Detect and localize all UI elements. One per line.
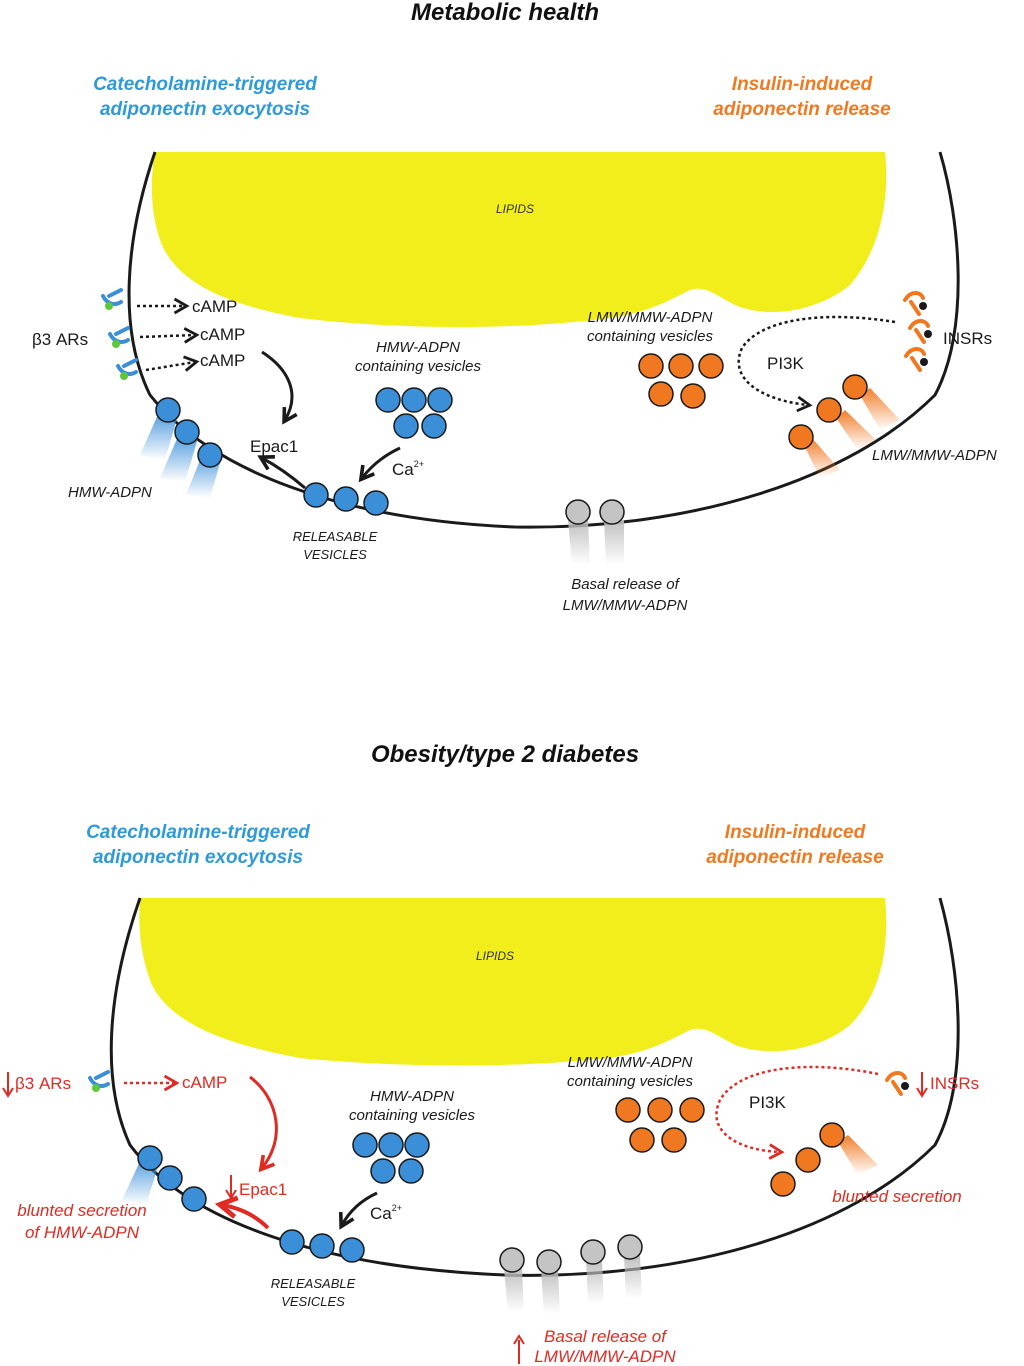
releasable-label-1: RELEASABLE <box>271 1276 356 1291</box>
arrow-to-releasable <box>358 446 401 483</box>
basal-release-label-1: Basal release of <box>571 576 680 593</box>
ca-label: Ca2+ <box>392 459 424 479</box>
beta3-receptor <box>88 1070 110 1092</box>
left-heading-line-1: Catecholamine-triggered <box>93 74 317 95</box>
lmw-vesicle-cluster <box>638 353 724 409</box>
beta3-ars-label: β3 ARs <box>32 330 88 349</box>
right-heading-line-1: Insulin-induced <box>732 74 873 95</box>
pi3k-dotted-arrow <box>715 1065 879 1160</box>
pi3k-label: PI3K <box>767 354 805 373</box>
releasable-label-2: VESICLES <box>303 547 367 562</box>
panel-obesity-diabetes: Obesity/type 2 diabetes Catecholamine-tr… <box>2 741 979 1366</box>
blunted-secretion-hmw-1: blunted secretion <box>17 1201 146 1220</box>
down-arrow-epac1 <box>225 1175 237 1200</box>
hmw-vesicles-label-2: containing vesicles <box>349 1107 475 1124</box>
dotted-arrow-camp-3 <box>145 355 200 372</box>
insrs-label: INSRs <box>943 329 992 348</box>
right-heading-line-1: Insulin-induced <box>725 822 866 843</box>
releasable-label-1: RELEASABLE <box>293 529 378 544</box>
lmw-adpn-release-label: LMW/MMW-ADPN <box>872 447 997 464</box>
right-heading-line-2: adiponectin release <box>713 99 891 120</box>
camp-label: cAMP <box>182 1073 227 1092</box>
hmw-vesicles-label-1: HMW-ADPN <box>376 339 460 356</box>
beta3-receptors <box>101 288 138 380</box>
arrow-epac1-to-release <box>214 1195 270 1230</box>
hmw-vesicle-cluster <box>352 1132 430 1184</box>
arrow-camp-to-epac1 <box>261 350 298 425</box>
basal-release-vesicles <box>499 1234 643 1314</box>
pi3k-label: PI3K <box>749 1093 787 1112</box>
hmw-vesicles-label-1: HMW-ADPN <box>370 1088 454 1105</box>
arrow-to-releasable <box>338 1191 378 1230</box>
blunted-secretion-lmw: blunted secretion <box>832 1187 961 1206</box>
lmw-vesicles-label-1: LMW/MMW-ADPN <box>588 309 713 326</box>
panel-metabolic-health: Metabolic health Catecholamine-triggered… <box>32 0 997 614</box>
epac1-label: Epac1 <box>239 1180 287 1199</box>
epac1-label: Epac1 <box>250 437 298 456</box>
releasable-label-2: VESICLES <box>281 1294 345 1309</box>
insulin-receptors <box>903 291 932 372</box>
up-arrow-basal <box>513 1334 525 1364</box>
panel-title: Obesity/type 2 diabetes <box>371 741 639 768</box>
lmw-vesicle-cluster <box>615 1097 705 1153</box>
hmw-adpn-release-label: HMW-ADPN <box>68 484 152 501</box>
down-arrow-insrs <box>916 1072 928 1098</box>
lmw-vesicles-label-2: containing vesicles <box>587 328 713 345</box>
left-heading-line-1: Catecholamine-triggered <box>86 822 310 843</box>
releasable-vesicles <box>303 482 389 516</box>
lmw-vesicles-label-2: containing vesicles <box>567 1073 693 1090</box>
panel-title: Metabolic health <box>411 0 599 26</box>
lipid-droplet <box>151 152 887 327</box>
basal-release-label-1: Basal release of <box>544 1327 668 1346</box>
lmw-vesicles-label-1: LMW/MMW-ADPN <box>568 1054 693 1071</box>
camp-label-1: cAMP <box>192 297 237 316</box>
insulin-receptor <box>885 1071 909 1096</box>
down-arrow-beta3 <box>2 1072 14 1098</box>
arrow-camp-to-epac1 <box>249 1075 278 1173</box>
basal-release-label-2: LMW/MMW-ADPN <box>534 1347 676 1366</box>
insrs-label: INSRs <box>930 1074 979 1093</box>
basal-release-label-2: LMW/MMW-ADPN <box>563 597 688 614</box>
basal-release-vesicles <box>565 499 625 565</box>
lipid-droplet <box>139 898 887 1066</box>
camp-label-3: cAMP <box>200 351 245 370</box>
lipids-label: LIPIDS <box>476 949 514 963</box>
beta3-ars-label: β3 ARs <box>15 1074 71 1093</box>
lmw-secretion-vesicles <box>788 374 900 478</box>
hmw-vesicles-label-2: containing vesicles <box>355 358 481 375</box>
ca-label: Ca2+ <box>370 1203 402 1223</box>
dotted-arrow-camp-2 <box>139 327 200 344</box>
right-heading-line-2: adiponectin release <box>706 847 884 868</box>
pi3k-dotted-arrow <box>737 315 896 413</box>
left-heading-line-2: adiponectin exocytosis <box>93 847 303 868</box>
releasable-vesicles <box>279 1229 365 1263</box>
hmw-secretion-vesicles <box>122 1145 207 1212</box>
hmw-secretion-vesicles <box>140 397 223 498</box>
camp-label-2: cAMP <box>200 325 245 344</box>
arrow-epac1-to-release <box>257 454 306 490</box>
hmw-vesicle-cluster <box>375 387 453 439</box>
lipids-label: LIPIDS <box>496 202 534 216</box>
left-heading-line-2: adiponectin exocytosis <box>100 99 310 120</box>
lmw-secretion-vesicles <box>770 1122 878 1197</box>
cell-membrane <box>127 151 960 529</box>
blunted-secretion-hmw-2: of HMW-ADPN <box>25 1223 140 1242</box>
